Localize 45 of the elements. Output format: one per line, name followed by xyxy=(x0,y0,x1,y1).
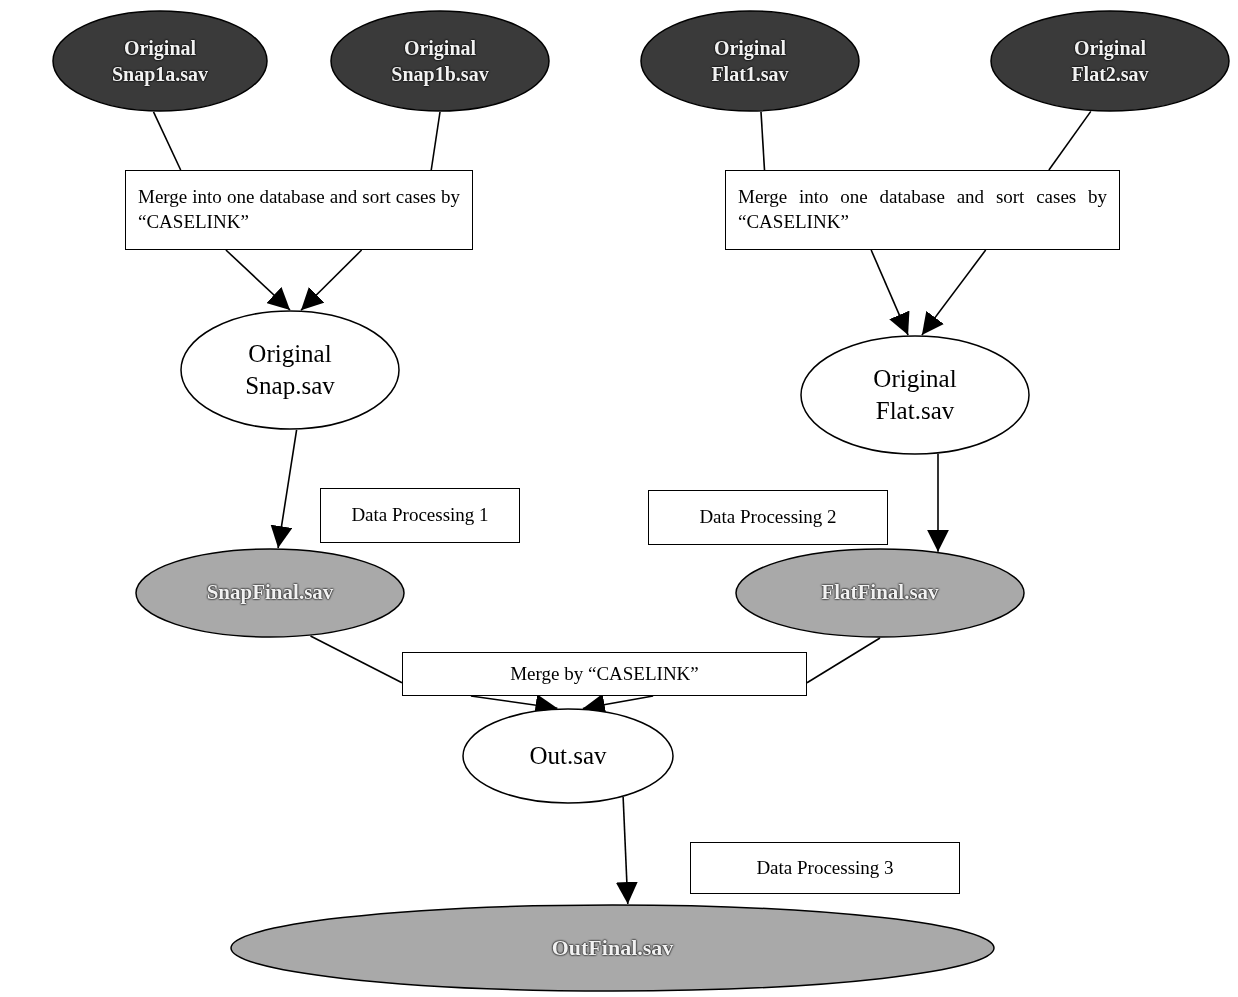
data-file-ellipse xyxy=(135,548,405,638)
connector-line xyxy=(309,635,403,684)
arrow xyxy=(927,453,949,553)
connector-line xyxy=(1048,110,1092,171)
node-label: Merge into one database and sort cases by “CASELINK” xyxy=(138,185,460,234)
node-label: Original Snap1b.sav xyxy=(390,36,490,87)
connector-line xyxy=(760,110,766,171)
node-label: Original Flat2.sav xyxy=(1070,36,1150,87)
arrow xyxy=(921,249,987,336)
node-label: Original Snap1a.sav xyxy=(110,36,210,87)
arrow xyxy=(225,249,291,311)
node-label: SnapFinal.sav xyxy=(205,579,335,607)
connector-line xyxy=(806,637,881,684)
node-label: Data Processing 2 xyxy=(698,505,838,530)
arrow xyxy=(615,796,638,905)
node-label: Data Processing 1 xyxy=(350,503,490,528)
data-file-ellipse xyxy=(735,548,1025,638)
node-label: Original Snap.sav xyxy=(244,338,336,401)
data-file-ellipse xyxy=(52,10,268,112)
file-ellipse xyxy=(180,310,400,430)
process-box xyxy=(648,490,888,545)
data-file-ellipse xyxy=(990,10,1230,112)
node-label: Merge into one database and sort cases by “CASELINK” xyxy=(738,185,1107,234)
node-label: Merge by “CASELINK” xyxy=(509,661,700,686)
arrow xyxy=(870,249,910,336)
data-file-ellipse xyxy=(330,10,550,112)
connector-line xyxy=(430,111,441,171)
process-box xyxy=(125,170,473,250)
node-label: Original Flat1.sav xyxy=(710,36,790,87)
node-label: Out.sav xyxy=(528,740,608,771)
node-label: Original Flat.sav xyxy=(872,363,958,426)
node-label: Data Processing 3 xyxy=(755,855,895,880)
arrow xyxy=(270,429,298,549)
node-label: FlatFinal.sav xyxy=(820,579,940,607)
process-box xyxy=(320,488,520,543)
data-file-ellipse xyxy=(230,904,995,992)
process-box xyxy=(690,842,960,894)
file-ellipse xyxy=(462,708,674,804)
node-label: OutFinal.sav xyxy=(550,933,675,962)
data-file-ellipse xyxy=(640,10,860,112)
arrow xyxy=(300,249,363,312)
process-box xyxy=(725,170,1120,250)
process-box xyxy=(402,652,807,696)
connector-line xyxy=(152,111,182,171)
file-ellipse xyxy=(800,335,1030,455)
